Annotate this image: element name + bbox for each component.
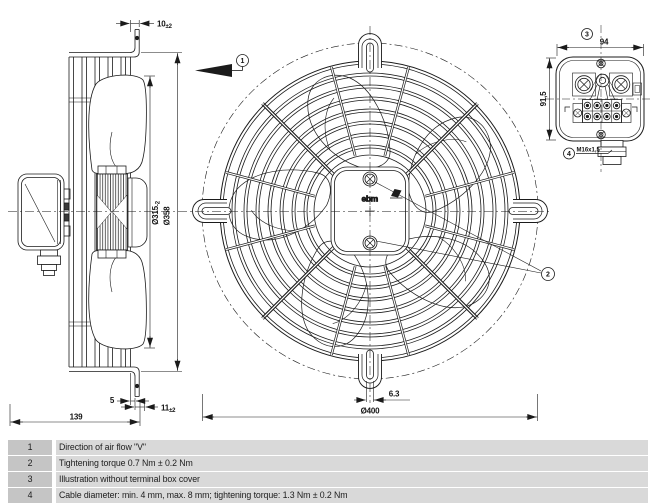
note-text: Tightening torque 0.7 Nm ± 0.2 Nm <box>56 456 648 471</box>
box-screw-left <box>572 72 596 97</box>
note-number: 4 <box>8 488 52 503</box>
callout-1 <box>236 54 249 67</box>
blade-side-top <box>88 74 147 174</box>
side-view <box>17 29 148 397</box>
dim-total-depth: 139 <box>70 413 83 422</box>
cable-gland-detail <box>597 140 627 165</box>
note-text: Direction of air flow "V" <box>56 440 648 455</box>
table-row: 4 Cable diameter: min. 4 mm, max. 8 mm; … <box>0 488 650 503</box>
hub-cap <box>127 177 148 248</box>
table-row: 2 Tightening torque 0.7 Nm ± 0.2 Nm <box>0 456 650 471</box>
flange-hole-bottom <box>135 383 140 389</box>
technical-drawing: ebm 1 2 <box>8 20 650 426</box>
dim-impeller-dia: Ø315-2 <box>151 200 162 225</box>
callout-3-badge: 3 <box>581 28 593 40</box>
centerlines <box>8 26 551 403</box>
callout-4 <box>563 147 575 160</box>
table-row: 3 Illustration without terminal box cove… <box>0 472 650 487</box>
callout-2 <box>541 267 555 281</box>
dim-depth-offset: 11±2 <box>161 404 176 415</box>
airflow-arrow-icon <box>195 64 232 77</box>
svg-text:1: 1 <box>241 58 245 65</box>
notes-table: 1 Direction of air flow "V" 2 Tightening… <box>0 440 650 503</box>
dim-gland-thread: M16x1,5 <box>577 148 601 154</box>
box-screw-right <box>609 72 633 97</box>
box-side-connector <box>632 82 642 96</box>
dim-plate-gap: 5 <box>110 396 115 405</box>
terminal-strip <box>564 99 638 123</box>
cable-gland-side <box>37 249 61 276</box>
svg-text:2: 2 <box>546 272 550 279</box>
note-number: 1 <box>8 440 52 455</box>
motor-section <box>96 165 148 259</box>
blade-side-bottom <box>88 250 147 350</box>
airflow-indicator: 1 <box>195 54 249 77</box>
terminal-box-side <box>17 173 71 276</box>
screw-leader-lines <box>374 181 542 274</box>
svg-text:3: 3 <box>585 32 589 39</box>
note-text: Illustration without terminal box cover <box>56 472 648 487</box>
dim-box-height: 91,5 <box>539 91 548 107</box>
table-row: 1 Direction of air flow "V" <box>0 440 650 455</box>
callout-3 <box>581 28 593 40</box>
svg-text:4: 4 <box>567 151 571 158</box>
dim-box-width: 94 <box>600 38 609 47</box>
dim-slot-width: 6.3 <box>389 390 400 399</box>
front-view: ebm <box>192 33 548 389</box>
dim-overall-dia: Ø400 <box>361 407 381 416</box>
flange-hole-top <box>135 35 140 41</box>
guard-spokes <box>225 66 515 356</box>
note-number: 3 <box>8 472 52 487</box>
earth-stud <box>588 73 617 101</box>
dim-flange-offset: 10±2 <box>157 20 173 31</box>
callout-4-badge: 4 M16x1,5 <box>563 147 613 160</box>
terminal-box-detail <box>546 25 650 172</box>
flange-bottom <box>69 366 140 397</box>
flange-top <box>69 29 140 58</box>
note-number: 2 <box>8 456 52 471</box>
note-text: Cable diameter: min. 4 mm, max. 8 mm; ti… <box>56 488 648 503</box>
dim-ring-dia: Ø358 <box>163 206 172 226</box>
callout-2-badge: 2 <box>541 267 555 281</box>
dimensions <box>9 20 644 426</box>
